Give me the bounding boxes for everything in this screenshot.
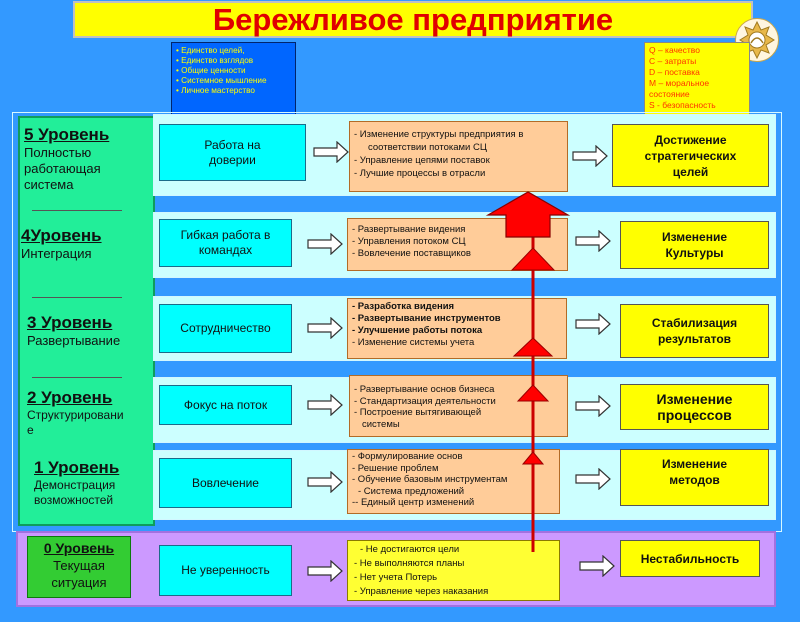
level-divider — [32, 297, 122, 298]
action-item: - Лучшие процессы в отрасли — [354, 168, 486, 179]
action-item: - Вовлечение поставщиков — [352, 248, 471, 259]
red-up-arrow-icon — [521, 451, 545, 465]
stage-box-level-4: Гибкая работа в командах — [159, 219, 292, 267]
action-item: - Управление через наказания — [354, 586, 489, 597]
principle-item: • Общие ценности — [176, 66, 246, 75]
red-up-arrow-icon — [516, 384, 550, 402]
action-item: - Развертывание основ бизнеса — [354, 384, 495, 395]
stage-box-level-5: Работа на доверии — [159, 124, 306, 181]
principle-item: • Единство взглядов — [176, 56, 254, 65]
qcdms-item: Q – качество — [649, 45, 700, 55]
principles-note: • Единство целей, • Единство взглядов • … — [171, 42, 296, 118]
action-item: - Нет учета Потерь — [354, 572, 438, 583]
stage-box-level-2: Фокус на поток — [159, 385, 292, 425]
level-subtitle: е — [27, 423, 34, 437]
level-0-label: 0 Уровень Текущая ситуация — [27, 536, 131, 598]
level-title: 2 Уровень — [27, 388, 113, 407]
level-subtitle: Структурировани — [27, 408, 124, 422]
level-divider — [32, 210, 122, 211]
action-item: -- Единый центр изменений — [352, 497, 475, 508]
result-box-level-2: Изменение процессов — [620, 384, 769, 430]
hollow-right-arrow-icon — [575, 468, 611, 490]
result-box-level-1: Изменение методов — [620, 449, 769, 506]
hollow-right-arrow-icon — [307, 394, 343, 416]
hollow-right-arrow-icon — [575, 230, 611, 252]
action-item: - Построение вытягивающей — [354, 407, 482, 418]
action-item: - Формулирование основ — [352, 451, 463, 462]
level-title: 1 Уровень — [34, 458, 120, 477]
level-subtitle: Демонстрация — [34, 478, 116, 492]
level-subtitle: Интеграция — [21, 246, 92, 261]
hollow-right-arrow-icon — [307, 560, 343, 582]
qcdms-item: M – моральное состояние — [649, 78, 710, 99]
stage-box-level-1: Вовлечение — [159, 458, 292, 508]
level-4-label: 4Уровень Интеграция — [21, 226, 151, 262]
hollow-right-arrow-icon — [307, 317, 343, 339]
red-up-arrow-icon — [485, 191, 571, 238]
action-item: - Изменение системы учета — [352, 337, 475, 348]
action-item: - Изменение структуры предприятия в — [354, 129, 524, 140]
level-3-label: 3 Уровень Развертывание — [27, 313, 153, 349]
result-box-level-4: Изменение Культуры — [620, 221, 769, 269]
level-subtitle: Развертывание — [27, 333, 121, 348]
hollow-right-arrow-icon — [575, 313, 611, 335]
level-subtitle: Текущая — [53, 558, 105, 573]
actions-box-level-0: - Не достигаются цели - Не выполняются п… — [347, 540, 560, 601]
qcdms-item: C – затраты — [649, 56, 697, 66]
hollow-right-arrow-icon — [307, 233, 343, 255]
red-up-arrow-icon — [512, 337, 554, 357]
hollow-right-arrow-icon — [575, 395, 611, 417]
levels-panel — [18, 116, 155, 526]
action-item: - Управления потоком СЦ — [352, 236, 466, 247]
hollow-right-arrow-icon — [307, 471, 343, 493]
actions-box-level-5: - Изменение структуры предприятия в соот… — [349, 121, 568, 192]
level-title: 4Уровень — [21, 226, 102, 245]
red-up-arrow-icon — [510, 247, 556, 271]
level-subtitle: система — [24, 177, 74, 192]
action-item: - Улучшение работы потока — [352, 325, 483, 336]
result-box-level-3: Стабилизация результатов — [620, 304, 769, 358]
level-2-label: 2 Уровень Структурировани е — [27, 388, 153, 438]
level-1-label: 1 Уровень Демонстрация возможностей — [34, 458, 152, 508]
action-item: - Система предложений — [358, 485, 465, 497]
result-box-level-5: Достижение стратегических целей — [612, 124, 769, 187]
principle-item: • Личное мастерство — [176, 86, 255, 95]
stage-box-level-0: Не уверенность — [159, 545, 292, 596]
level-subtitle: возможностей — [34, 493, 114, 507]
qcdms-item: D – поставка — [649, 67, 700, 77]
principle-item: • Системное мышление — [176, 76, 267, 85]
qcdms-note: Q – качество C – затраты D – поставка M … — [644, 42, 750, 122]
level-title: 0 Уровень — [43, 540, 115, 556]
action-item: - Управление цепями поставок — [354, 155, 490, 166]
action-item: - Решение проблем — [352, 462, 439, 474]
action-item: - Развертывание видения — [352, 224, 466, 235]
hollow-right-arrow-icon — [572, 145, 608, 167]
level-title: 5 Уровень — [24, 125, 110, 144]
level-divider — [32, 377, 122, 378]
action-item: - Не достигаются цели — [360, 544, 460, 555]
action-item: - Разработка видения — [352, 301, 455, 312]
hollow-right-arrow-icon — [313, 141, 349, 163]
level-subtitle: Полностью — [24, 145, 92, 160]
principle-item: • Единство целей, — [176, 46, 245, 55]
result-box-level-0: Нестабильность — [620, 540, 760, 577]
level-5-label: 5 Уровень Полностью работающая система — [24, 125, 152, 193]
qcdms-item: S - безопасность — [649, 100, 716, 110]
action-item: - Развертывание инструментов — [352, 313, 501, 324]
action-item: соответствии потоками СЦ — [368, 142, 487, 153]
action-item: - Обучение базовым инструментам — [352, 474, 508, 485]
page-title: Бережливое предприятие — [73, 1, 753, 38]
level-subtitle: работающая — [24, 161, 101, 176]
hollow-right-arrow-icon — [579, 555, 615, 577]
level-title: 3 Уровень — [27, 313, 113, 332]
action-item: системы — [362, 418, 400, 430]
action-item: - Стандартизация деятельности — [354, 395, 496, 407]
action-item: - Не выполняются планы — [354, 558, 465, 569]
actions-box-level-1: - Формулирование основ - Решение проблем… — [347, 449, 560, 514]
stage-box-level-3: Сотрудничество — [159, 304, 292, 353]
level-subtitle: ситуация — [51, 575, 107, 590]
